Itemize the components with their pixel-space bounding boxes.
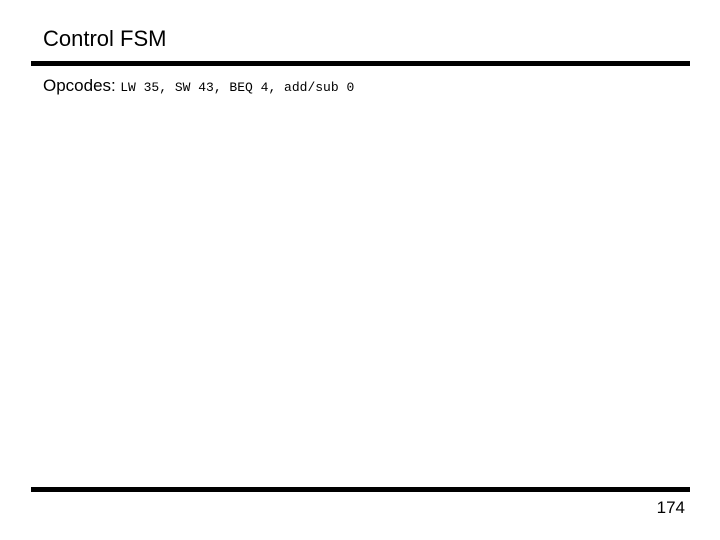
footer-divider xyxy=(31,487,690,492)
opcodes-line: Opcodes: LW 35, SW 43, BEQ 4, add/sub 0 xyxy=(43,75,354,99)
page-number: 174 xyxy=(656,498,685,517)
opcodes-list: LW 35, SW 43, BEQ 4, add/sub 0 xyxy=(120,80,355,95)
slide-title: Control FSM xyxy=(43,26,167,51)
title-divider xyxy=(31,61,690,66)
opcodes-label: Opcodes: xyxy=(43,76,116,95)
